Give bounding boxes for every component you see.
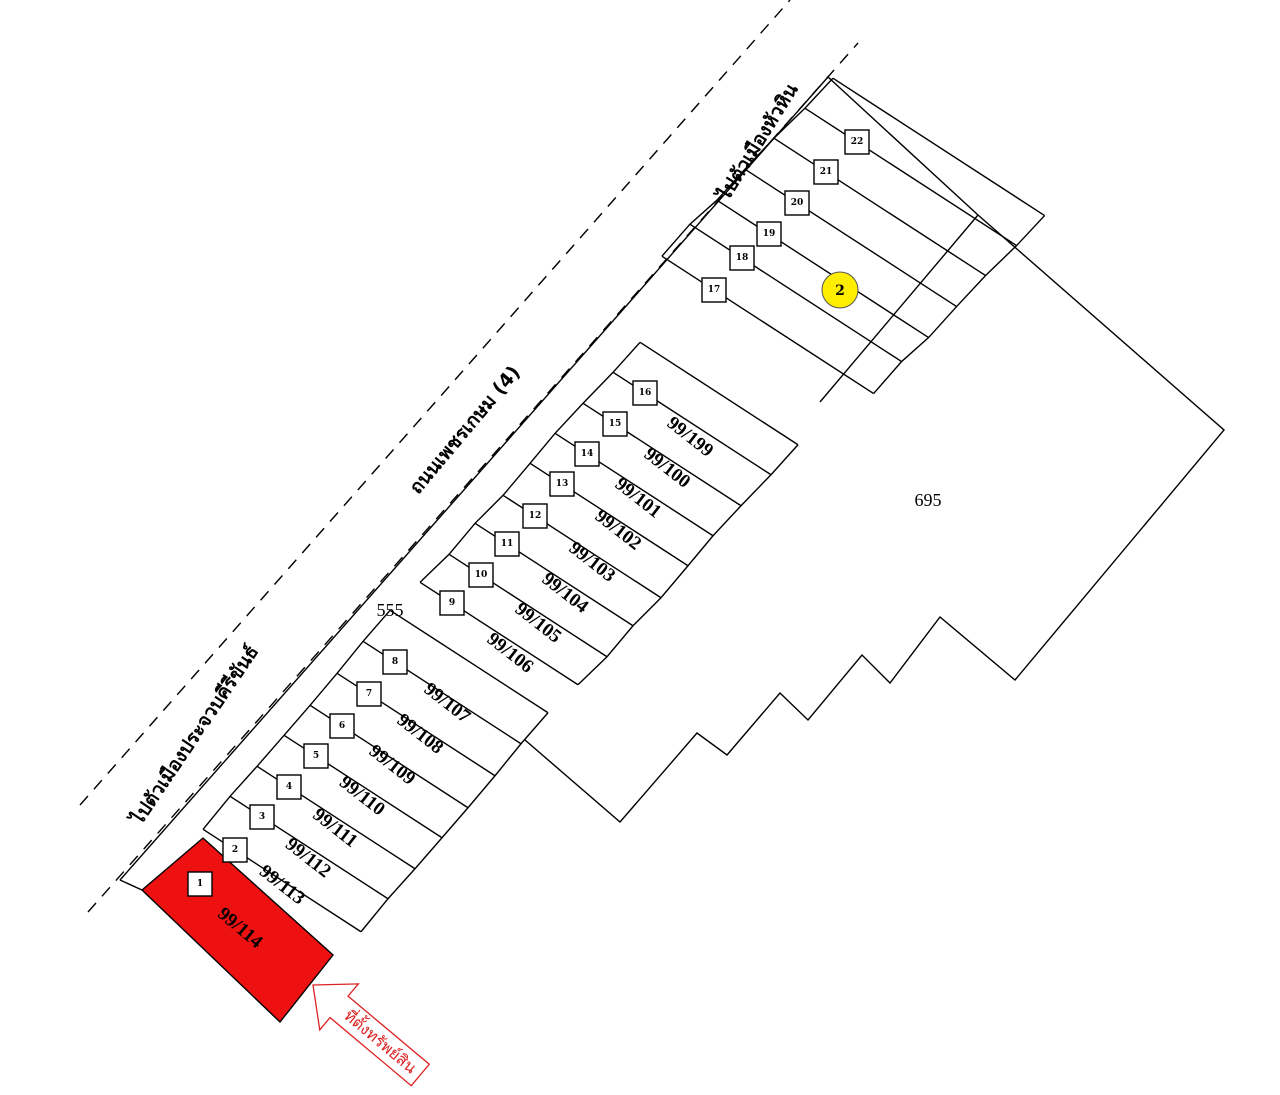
house-number: 99/109 bbox=[365, 740, 420, 789]
house-number: 99/104 bbox=[538, 568, 593, 617]
plot-number[interactable]: 17 bbox=[708, 285, 721, 295]
plot-number-box[interactable] bbox=[729, 245, 755, 271]
road-name-label: ถนนเพชรเกษม (4) bbox=[405, 362, 525, 499]
plot-number[interactable]: 15 bbox=[609, 419, 622, 429]
plot-divider[interactable] bbox=[744, 168, 957, 308]
plot-number-box[interactable] bbox=[756, 221, 782, 247]
plot-number-box[interactable] bbox=[574, 441, 600, 467]
plot-number[interactable]: 5 bbox=[313, 751, 319, 761]
block-back-line bbox=[360, 712, 549, 933]
plot-number[interactable]: 19 bbox=[763, 229, 776, 239]
marker-label: 2 bbox=[835, 283, 845, 299]
house-number: 99/103 bbox=[565, 537, 620, 586]
plot-divider[interactable] bbox=[689, 223, 902, 363]
plot-divider[interactable] bbox=[716, 199, 929, 339]
plot-number-box[interactable] bbox=[249, 804, 275, 830]
plot-number[interactable]: 3 bbox=[259, 812, 265, 822]
plot-number[interactable]: 4 bbox=[286, 782, 292, 792]
plot-number-box[interactable] bbox=[468, 562, 494, 588]
block-front-line bbox=[661, 77, 834, 257]
house-number: 99/108 bbox=[393, 709, 448, 758]
house-number: 99/111 bbox=[309, 804, 362, 852]
plot-divider[interactable] bbox=[832, 77, 1045, 217]
plot-number[interactable]: 16 bbox=[639, 388, 652, 398]
marker-2[interactable]: 2 bbox=[821, 271, 859, 309]
plot-number-box[interactable] bbox=[329, 713, 355, 739]
arrow-icon bbox=[312, 983, 431, 1087]
plot-number-box[interactable] bbox=[382, 649, 408, 675]
plot-number-box[interactable] bbox=[356, 681, 382, 707]
plot-number-box[interactable] bbox=[844, 129, 870, 155]
location-arrow: ที่ตั้งทรัพย์สิน bbox=[312, 983, 431, 1087]
plot-number[interactable]: 8 bbox=[392, 657, 398, 667]
plot-number-box[interactable] bbox=[303, 743, 329, 769]
plot-number-box[interactable] bbox=[632, 380, 658, 406]
plot-number-box[interactable] bbox=[813, 159, 839, 185]
block-front-line bbox=[202, 609, 391, 830]
plot-number[interactable]: 1 bbox=[197, 879, 203, 889]
plot-number[interactable]: 21 bbox=[820, 167, 833, 177]
house-number: 99/110 bbox=[335, 772, 389, 820]
plot-number[interactable]: 7 bbox=[366, 689, 372, 699]
plot-number[interactable]: 2 bbox=[232, 845, 238, 855]
plot-number[interactable]: 20 bbox=[791, 198, 804, 208]
upper-block-back bbox=[819, 214, 979, 403]
block-back-line bbox=[873, 215, 1046, 395]
road-edge-dashed-left bbox=[79, 0, 791, 806]
plot-number-box[interactable] bbox=[439, 590, 465, 616]
house-number: 99/105 bbox=[511, 598, 566, 647]
plot-number[interactable]: 18 bbox=[736, 253, 749, 263]
house-number: 99/101 bbox=[611, 473, 666, 522]
arrow-label: ที่ตั้งทรัพย์สิน bbox=[340, 1004, 421, 1077]
plot-number[interactable]: 12 bbox=[529, 511, 542, 521]
plot-number[interactable]: 6 bbox=[339, 721, 345, 731]
plot-number-box[interactable] bbox=[602, 411, 628, 437]
plot-number[interactable]: 22 bbox=[851, 137, 864, 147]
plot-number-box[interactable] bbox=[494, 531, 520, 557]
lot-boundary-corner bbox=[119, 879, 143, 891]
lot-boundary bbox=[119, 76, 1225, 881]
block-front-line bbox=[419, 341, 641, 583]
plot-number-box[interactable] bbox=[701, 277, 727, 303]
plot-divider[interactable] bbox=[389, 609, 549, 714]
plot-number[interactable]: 9 bbox=[449, 598, 455, 608]
plot-divider[interactable] bbox=[639, 341, 799, 446]
plot-number[interactable]: 10 bbox=[475, 570, 488, 580]
house-number: 99/199 bbox=[663, 412, 718, 461]
house-number: 99/107 bbox=[420, 678, 475, 727]
plot-number[interactable]: 14 bbox=[581, 449, 594, 459]
house-number: 99/112 bbox=[281, 834, 335, 882]
lot-555-label: 555 bbox=[377, 600, 404, 620]
lot-695-label: 695 bbox=[915, 490, 942, 510]
plot-divider[interactable] bbox=[804, 107, 1017, 247]
marker-circle bbox=[821, 271, 859, 309]
plot-number-box[interactable] bbox=[276, 774, 302, 800]
plot-number[interactable]: 13 bbox=[556, 479, 569, 489]
plot-number-box[interactable] bbox=[522, 503, 548, 529]
house-number: 99/100 bbox=[640, 443, 695, 492]
plot-divider[interactable] bbox=[773, 137, 986, 277]
direction-prachuap-label: ไปตัวเมืองประจวบคีรีขันธ์ bbox=[125, 641, 263, 831]
plot-number-box[interactable] bbox=[222, 837, 248, 863]
block-back-line bbox=[577, 444, 799, 686]
house-number: 99/102 bbox=[591, 505, 646, 554]
direction-huahin-label: ไปตัวเมืองหัวหิน bbox=[712, 79, 803, 206]
plot-number-box[interactable] bbox=[549, 471, 575, 497]
plot-number[interactable]: 11 bbox=[501, 539, 514, 549]
plot-divider[interactable] bbox=[661, 255, 874, 395]
plot-number-box[interactable] bbox=[187, 871, 213, 897]
plot-number-box[interactable] bbox=[784, 190, 810, 216]
